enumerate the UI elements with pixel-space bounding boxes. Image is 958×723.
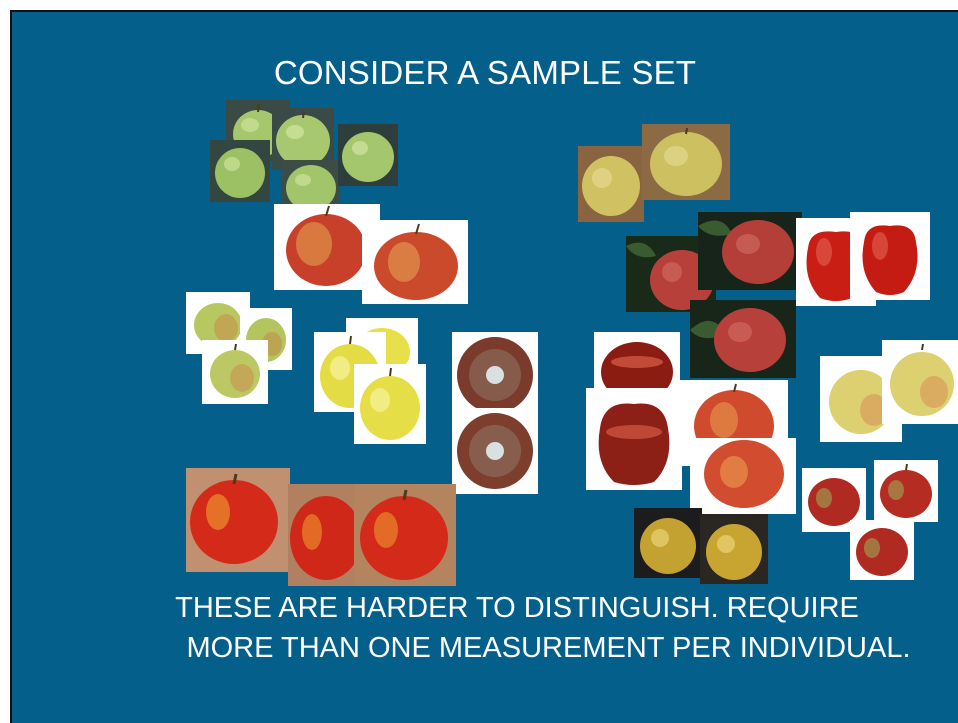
yellow-apple-image — [882, 340, 958, 424]
green-apple-image — [210, 140, 270, 202]
golden-apple-image — [700, 514, 768, 584]
yellow-apple-image — [578, 146, 644, 222]
red-apple-image — [288, 484, 358, 586]
slide: CONSIDER A SAMPLE SET — [10, 10, 958, 723]
caption-line-1: THESE ARE HARDER TO DISTINGUISH. REQUIRE — [175, 592, 859, 624]
red-apple-image — [594, 332, 680, 394]
green-apple-image — [272, 108, 334, 170]
slide-title: CONSIDER A SAMPLE SET — [273, 54, 697, 91]
red-apple-image — [698, 212, 802, 290]
red-apple-image — [186, 468, 290, 572]
yellow-apple-image — [354, 364, 426, 444]
red-apple-image — [874, 460, 938, 522]
green-apple-image — [202, 340, 268, 404]
green-apple-image — [282, 160, 340, 212]
red-apple-image — [850, 520, 914, 580]
red-apple-image — [586, 388, 682, 490]
golden-apple-image — [634, 508, 702, 578]
red-apple-image — [690, 438, 796, 514]
red-apple-image — [850, 212, 930, 300]
caption-line-2: MORE THAN ONE MEASUREMENT PER INDIVIDUAL… — [186, 632, 911, 664]
green-apple-image — [338, 124, 398, 186]
red-apple-image — [362, 220, 468, 304]
red-apple-image — [354, 484, 456, 586]
yellow-apple-image — [642, 124, 730, 200]
apple-bottom-image — [452, 408, 538, 494]
red-apple-image — [690, 300, 796, 378]
slide-caption: THESE ARE HARDER TO DISTINGUISH. REQUIRE… — [12, 588, 958, 668]
red-apple-image — [274, 204, 380, 290]
apple-bottom-image — [452, 332, 538, 418]
